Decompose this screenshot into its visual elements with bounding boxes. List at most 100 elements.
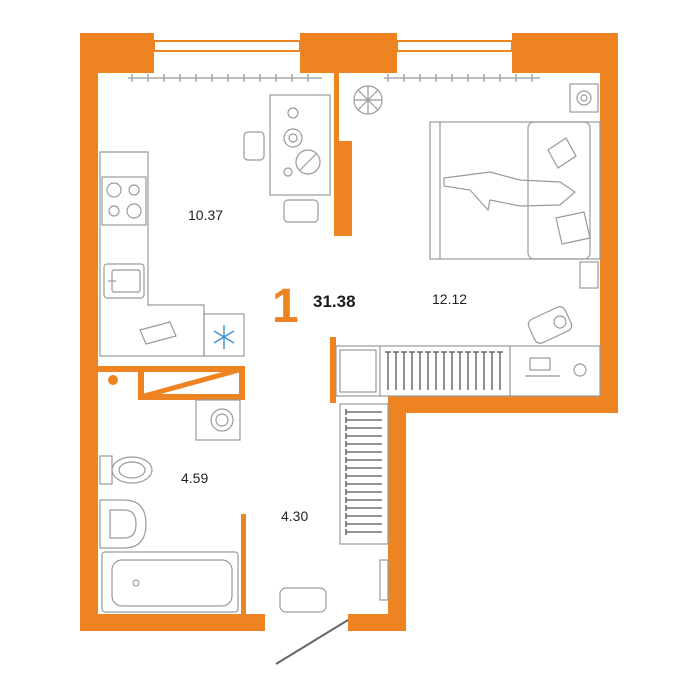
wash-basin-inner — [109, 509, 137, 539]
wall-bottom-left — [80, 614, 265, 631]
shaft-diagonal — [143, 367, 240, 399]
hanger — [409, 351, 415, 390]
washing-drum-inner — [215, 413, 229, 427]
walls — [80, 33, 618, 631]
wall-top-middle — [300, 33, 397, 73]
hanger — [345, 441, 382, 447]
toilet-tank — [99, 455, 113, 485]
bed — [429, 121, 601, 260]
dish — [295, 149, 321, 175]
wall-partition-hall — [330, 337, 336, 403]
dish-utensil — [299, 153, 317, 171]
hanger — [345, 529, 382, 535]
wall-left — [80, 33, 98, 631]
pillow — [555, 211, 591, 245]
kitchen-counter — [99, 151, 205, 357]
toilet-bowl — [111, 456, 153, 484]
entry-door — [275, 619, 349, 665]
wardrobe-hangers — [385, 351, 503, 390]
hanger — [345, 497, 382, 503]
hanger — [393, 351, 399, 390]
bathtub-inner — [111, 559, 233, 607]
plate-inner — [288, 133, 298, 143]
hanger — [473, 351, 479, 390]
wall-partition-mid — [334, 141, 352, 236]
nightstand-bottom — [579, 261, 599, 289]
hallway-furniture — [279, 403, 389, 613]
hanger — [425, 351, 431, 390]
hanger — [345, 457, 382, 463]
hanger — [345, 449, 382, 455]
dining-table — [269, 94, 331, 196]
plate — [283, 128, 303, 148]
hanger — [481, 351, 487, 390]
hanger — [489, 351, 495, 390]
hanger — [345, 465, 382, 471]
cutting-board — [139, 321, 177, 345]
toilet-seat — [118, 461, 146, 479]
windows — [153, 40, 513, 52]
plant-icon — [353, 85, 383, 115]
hanger — [345, 505, 382, 511]
hob-burner — [108, 205, 120, 217]
ventilation-marker — [108, 375, 118, 385]
bathroom-furniture — [99, 399, 241, 613]
chair-bottom — [283, 199, 319, 223]
area-label-bathroom: 4.59 — [181, 470, 208, 486]
kitchen-sink — [103, 263, 145, 299]
person-figure — [443, 171, 576, 212]
hanger — [449, 351, 455, 390]
curtain-ticks — [131, 74, 533, 82]
office-chair — [527, 306, 573, 344]
hanger — [345, 409, 382, 415]
bedroom-furniture — [335, 83, 601, 397]
shoe-rack — [379, 559, 389, 601]
lamp — [576, 90, 592, 106]
hanger — [345, 417, 382, 423]
hanger — [345, 473, 382, 479]
hallway-wardrobe — [339, 403, 389, 545]
wall-bathroom-top — [98, 366, 245, 372]
window-kitchen — [153, 40, 301, 52]
cabinet — [339, 349, 377, 393]
wash-basin — [99, 499, 147, 549]
wall-bedroom-bottom — [388, 396, 618, 413]
hob-burner — [106, 182, 122, 198]
chair-seat — [553, 315, 567, 329]
hanger — [497, 351, 503, 390]
area-label-hallway: 4.30 — [281, 508, 308, 524]
hob-burner — [126, 203, 142, 219]
cup — [287, 107, 299, 119]
hanger — [433, 351, 439, 390]
window-bedroom — [396, 40, 513, 52]
hanger — [441, 351, 447, 390]
bed-blanket — [527, 121, 591, 260]
desk-wardrobe — [335, 345, 601, 397]
sink-basin — [111, 269, 141, 293]
fridge — [203, 313, 245, 357]
wall-bathroom-right-lower — [241, 514, 246, 614]
shaft-bottom — [138, 394, 245, 400]
kitchen-furniture — [99, 94, 331, 357]
wall-hallway-right — [388, 396, 406, 631]
hanger — [457, 351, 463, 390]
rooms-count: 1 — [272, 280, 299, 333]
washing-machine — [195, 399, 241, 441]
area-label-kitchen: 10.37 — [188, 207, 223, 223]
hanger — [345, 513, 382, 519]
hanger — [401, 351, 407, 390]
nightstand-top — [569, 83, 599, 113]
snowflake-icon — [213, 325, 235, 349]
pillow — [547, 137, 577, 169]
wall-partition-upper — [334, 73, 339, 141]
chair-left — [243, 131, 265, 161]
bathtub-drain — [132, 579, 140, 587]
hallway-hangers — [345, 409, 382, 535]
wall-bathroom-right-upper — [239, 366, 245, 400]
area-label-bedroom: 12.12 — [432, 291, 467, 307]
hanger — [465, 351, 471, 390]
door-mat — [279, 587, 327, 613]
hob-burner — [128, 184, 140, 196]
hanger — [345, 489, 382, 495]
